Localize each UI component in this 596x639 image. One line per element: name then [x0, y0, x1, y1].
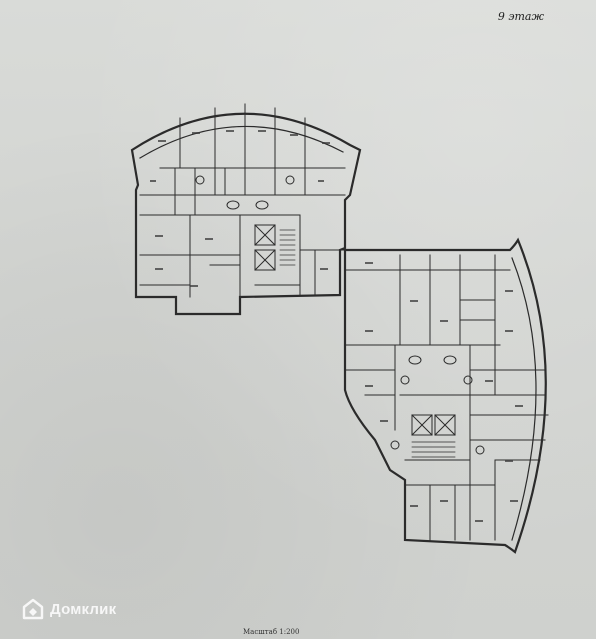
floor-label: 9 этаж [497, 10, 544, 23]
right-wing [343, 237, 547, 554]
watermark-brand: Домклик [50, 600, 117, 618]
left-wing-partitions [139, 103, 346, 298]
right-wing-partitions [344, 254, 549, 541]
dimension-marks [150, 130, 523, 522]
scale-note: Масштаб 1:200 [243, 628, 300, 636]
domclick-watermark: Домклик [22, 598, 116, 620]
left-wing [130, 112, 362, 316]
house-logo-icon [22, 598, 44, 620]
